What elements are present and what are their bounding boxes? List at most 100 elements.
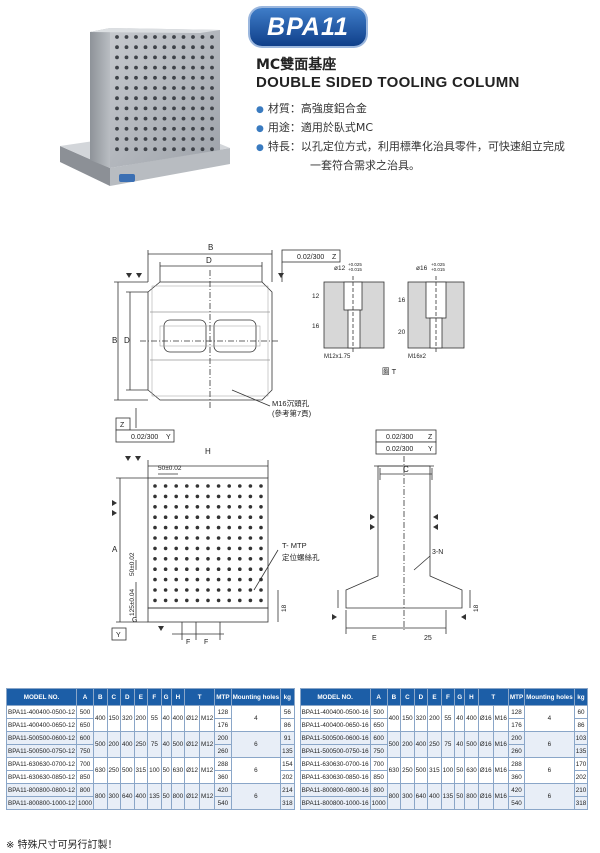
front-view-hole <box>206 546 210 551</box>
front-view-hole <box>216 567 221 571</box>
photo-hole <box>124 147 129 152</box>
dim-left-B: B <box>112 336 117 345</box>
photo-hole <box>181 106 186 111</box>
front-view-hole <box>238 494 242 499</box>
table-header-cell: T <box>184 688 216 706</box>
photo-hole <box>162 126 167 131</box>
front-view-hole <box>238 505 242 509</box>
front-view-hole <box>216 505 221 509</box>
table-cell: 750 <box>75 744 95 758</box>
table-gap <box>294 688 301 706</box>
photo-hole <box>143 116 148 121</box>
front-view-hole <box>163 525 168 530</box>
table-cell: 630 <box>93 757 108 784</box>
front-view-hole <box>248 515 253 519</box>
m16-hole-label: M16沉頭孔 <box>272 399 310 408</box>
photo-hole <box>191 55 195 60</box>
photo-hole <box>134 116 138 121</box>
photo-hole <box>115 116 119 121</box>
table-cell: 176 <box>507 718 526 732</box>
table-header-cell: kg <box>573 688 589 706</box>
photo-hole <box>191 147 195 152</box>
front-view-hole <box>248 598 253 603</box>
table-cell: 200 <box>106 731 122 758</box>
photo-hole <box>143 147 148 152</box>
table-cell: 200 <box>214 731 232 745</box>
table-cell: 50 <box>454 757 466 784</box>
table-cell: 700 <box>369 757 388 771</box>
table-cell: 135 <box>147 783 162 810</box>
photo-hole <box>124 86 129 90</box>
dim-side-25: 25 <box>424 635 432 642</box>
table-cell: BPA11-630630-0700-12 <box>6 757 77 771</box>
table-header-cell: Mounting holes <box>230 688 282 706</box>
front-view-hole <box>153 546 157 551</box>
front-view-hole <box>216 577 221 582</box>
photo-hole <box>134 96 138 101</box>
front-view-hole <box>248 505 253 509</box>
table-cell: M12 <box>199 705 216 732</box>
tolerance-frame-top <box>281 249 341 263</box>
front-view-hole <box>174 557 178 561</box>
table-header-cell: A <box>369 688 388 706</box>
photo-hole <box>191 45 195 50</box>
table-cell: 6 <box>524 731 575 758</box>
table-cell: 400 <box>413 731 429 758</box>
table-cell: 86 <box>280 718 295 732</box>
photo-hole <box>210 147 214 152</box>
table-cell: 128 <box>507 705 526 719</box>
front-view-hole <box>174 536 178 540</box>
table-header-cell: B <box>386 688 402 706</box>
front-view-hole <box>163 588 168 592</box>
photo-hole <box>172 147 176 152</box>
front-view-hole <box>259 484 263 488</box>
photo-hole <box>172 55 176 60</box>
photo-hole <box>210 45 214 50</box>
photo-hole <box>124 126 129 131</box>
product-photo <box>60 28 230 186</box>
table-cell: 260 <box>214 744 232 758</box>
photo-hole <box>191 116 195 121</box>
table-cell: 176 <box>214 718 232 732</box>
table-cell: 600 <box>75 731 95 745</box>
table-cell: 86 <box>573 718 589 732</box>
photo-hole <box>210 106 214 111</box>
front-view-hole <box>195 588 200 592</box>
table-cell: Ø16 <box>477 705 494 732</box>
top-view-slot-left <box>163 319 207 353</box>
table-header-cell: kg <box>280 688 295 706</box>
photo-hole <box>115 96 119 101</box>
front-view-hole <box>227 525 231 530</box>
table-cell: M16 <box>492 783 509 810</box>
front-view-hole <box>174 598 178 603</box>
detail1-depth-12: 12 <box>312 293 320 300</box>
photo-hole <box>210 55 214 60</box>
photo-hole <box>124 137 129 141</box>
photo-hole <box>162 45 167 50</box>
front-view-hole <box>248 567 253 571</box>
table-cell: 288 <box>214 757 232 771</box>
photo-hole <box>191 65 195 70</box>
photo-hole <box>200 35 205 39</box>
table-gap <box>294 718 301 732</box>
front-view-hole <box>227 515 231 519</box>
detail1-thread: M12x1.75 <box>324 354 351 360</box>
front-view-hole <box>206 588 210 592</box>
photo-hole <box>191 86 195 90</box>
front-view-hole <box>195 557 200 561</box>
photo-hole <box>181 116 186 121</box>
table-gap <box>294 731 301 745</box>
dim-side-E: E <box>372 635 377 642</box>
photo-hole <box>134 65 138 70</box>
table-header-cell: Mounting holes <box>524 688 575 706</box>
table-cell: Ø12 <box>184 705 201 732</box>
table-cell: 135 <box>573 744 589 758</box>
front-view-hole <box>174 515 178 519</box>
photo-hole <box>153 65 157 70</box>
front-view-hole <box>259 598 263 603</box>
front-view-hole <box>174 577 178 582</box>
table-cell: 200 <box>133 705 149 732</box>
